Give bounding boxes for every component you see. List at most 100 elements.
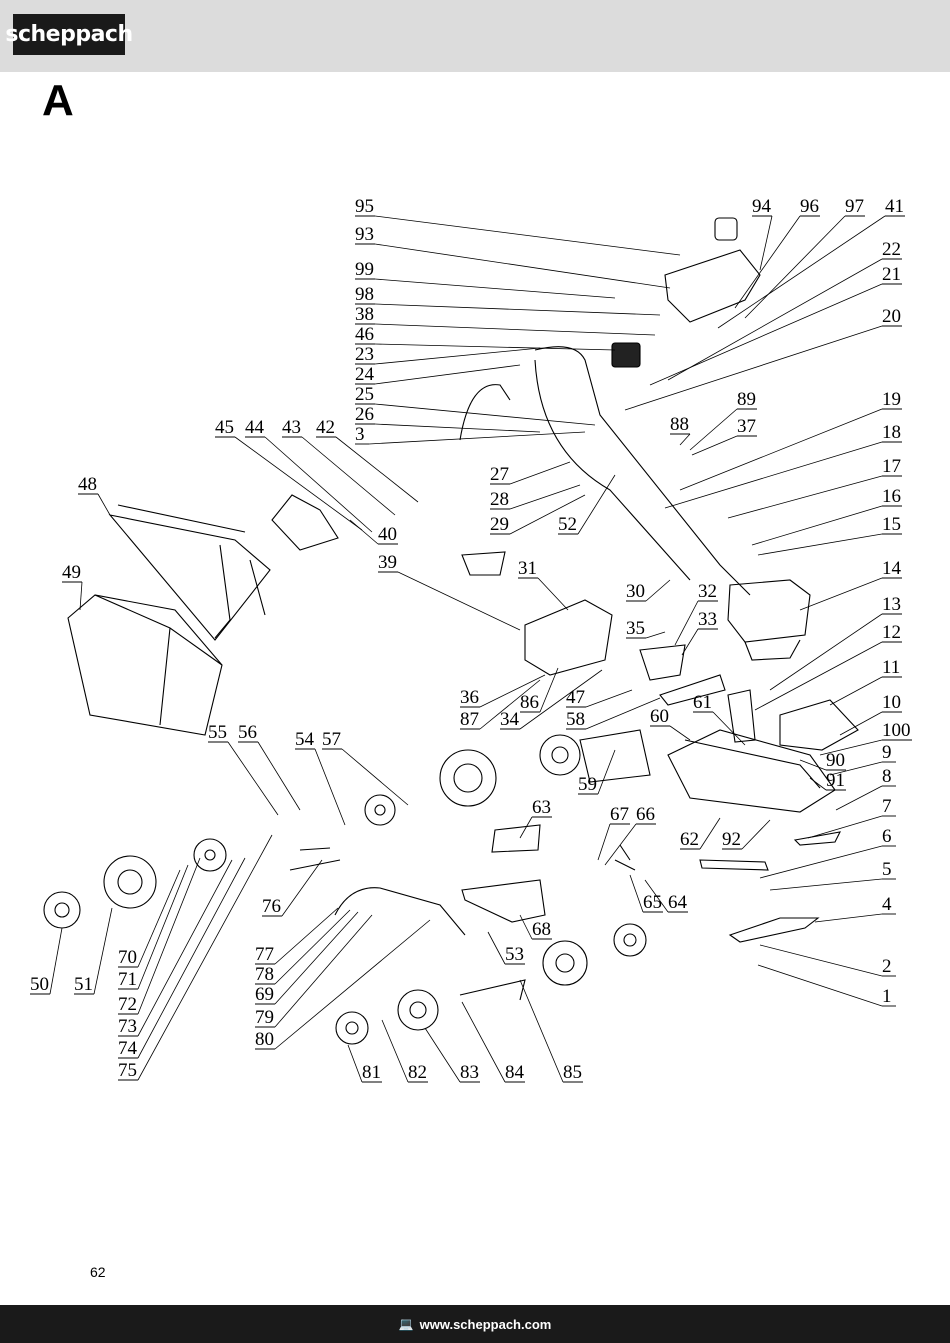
callout-number: 64 xyxy=(668,892,688,913)
callout-49: 49 xyxy=(62,562,83,611)
callout-78: 78 xyxy=(255,909,351,985)
callout-32: 32 xyxy=(674,581,718,646)
callout-number: 53 xyxy=(505,944,524,965)
callout-number: 2 xyxy=(882,956,892,977)
callout-11: 11 xyxy=(829,657,902,706)
callout-61: 61 xyxy=(693,692,746,746)
callout-number: 4 xyxy=(882,894,892,915)
callout-leader-line xyxy=(274,919,431,1050)
callout-number: 78 xyxy=(255,964,274,985)
callout-number: 14 xyxy=(882,558,902,579)
callout-labels: 1234567891011121314151617181920212223242… xyxy=(30,196,912,1083)
callout-leader-line xyxy=(577,474,616,535)
callout-number: 99 xyxy=(355,259,374,280)
callout-number: 26 xyxy=(355,404,374,425)
callout-89: 89 xyxy=(689,389,757,451)
callout-59: 59 xyxy=(578,749,616,795)
callout-leader-line xyxy=(689,408,738,451)
section-letter: A xyxy=(42,76,74,125)
callout-number: 100 xyxy=(882,720,911,741)
callout-21: 21 xyxy=(649,264,902,386)
callout-leader-line xyxy=(137,834,273,1081)
callout-leader-line xyxy=(539,667,559,713)
callout-15: 15 xyxy=(757,514,902,556)
callout-1: 1 xyxy=(757,964,896,1007)
callout-number: 94 xyxy=(752,196,772,217)
callout-leader-line xyxy=(374,423,541,433)
callout-number: 77 xyxy=(255,944,274,965)
callout-number: 84 xyxy=(505,1062,525,1083)
callout-3: 3 xyxy=(355,424,586,445)
callout-number: 27 xyxy=(490,464,509,485)
callout-22: 22 xyxy=(667,239,902,381)
callout-leader-line xyxy=(368,431,586,445)
callout-number: 56 xyxy=(238,722,257,743)
callout-56: 56 xyxy=(238,722,301,811)
callout-62: 62 xyxy=(680,817,721,850)
callout-number: 67 xyxy=(610,804,629,825)
callout-leader-line xyxy=(814,913,883,923)
callout-number: 55 xyxy=(208,722,227,743)
callout-47: 47 xyxy=(566,687,633,708)
callout-number: 18 xyxy=(882,422,901,443)
callout-number: 24 xyxy=(355,364,375,385)
callout-leader-line xyxy=(629,874,644,913)
callout-leader-line xyxy=(374,323,656,336)
callout-leader-line xyxy=(274,909,351,985)
callout-leader-line xyxy=(97,493,111,516)
callout-leader-line xyxy=(519,669,603,730)
callout-leader-line xyxy=(712,711,746,746)
callout-number: 92 xyxy=(722,829,741,850)
callout-number: 37 xyxy=(737,416,756,437)
callout-leader-line xyxy=(274,907,339,965)
callout-number: 80 xyxy=(255,1029,274,1050)
callout-number: 36 xyxy=(460,687,479,708)
callout-8: 8 xyxy=(835,766,896,811)
callout-leader-line xyxy=(341,748,409,806)
callout-leader-line xyxy=(757,964,883,1007)
callout-number: 52 xyxy=(558,514,577,535)
callout-91: 91 xyxy=(809,770,846,791)
callout-67: 67 xyxy=(597,804,630,861)
callout-95: 95 xyxy=(355,196,681,256)
callout-number: 91 xyxy=(826,770,845,791)
callout-number: 35 xyxy=(626,618,645,639)
callout-number: 63 xyxy=(532,797,551,818)
callout-64: 64 xyxy=(644,879,688,913)
callout-leader-line xyxy=(839,711,883,736)
callout-number: 70 xyxy=(118,947,137,968)
callout-leader-line xyxy=(667,258,883,381)
callout-leader-line xyxy=(137,857,201,1015)
callout-leader-line xyxy=(424,1027,461,1083)
callout-42: 42 xyxy=(316,417,419,503)
callout-leader-line xyxy=(799,759,827,771)
callout-25: 25 xyxy=(355,384,596,426)
callout-88: 88 xyxy=(670,414,691,446)
callout-number: 5 xyxy=(882,859,892,880)
callout-13: 13 xyxy=(769,594,902,691)
callout-23: 23 xyxy=(355,344,541,365)
callout-77: 77 xyxy=(255,907,339,965)
callout-number: 15 xyxy=(882,514,901,535)
callout-34: 34 xyxy=(500,669,603,730)
callout-9: 9 xyxy=(829,742,896,776)
callout-45: 45 xyxy=(215,417,363,531)
callout-leader-line xyxy=(829,761,883,776)
callout-number: 60 xyxy=(650,706,669,727)
callout-72: 72 xyxy=(118,857,201,1015)
callout-99: 99 xyxy=(355,259,616,299)
callout-leader-line xyxy=(699,817,721,850)
callout-52: 52 xyxy=(558,474,616,535)
callout-leader-line xyxy=(509,484,581,510)
callout-leader-line xyxy=(769,613,883,691)
brand-logo: scheppach xyxy=(5,14,133,55)
callout-leader-line xyxy=(137,869,181,968)
callout-leader-line xyxy=(461,1001,506,1083)
callout-82: 82 xyxy=(381,1019,428,1083)
callout-leader-line xyxy=(674,600,699,646)
callout-leader-line xyxy=(519,816,533,839)
callout-leader-line xyxy=(757,533,883,556)
callout-number: 48 xyxy=(78,474,97,495)
callout-number: 45 xyxy=(215,417,234,438)
callout-number: 43 xyxy=(282,417,301,438)
